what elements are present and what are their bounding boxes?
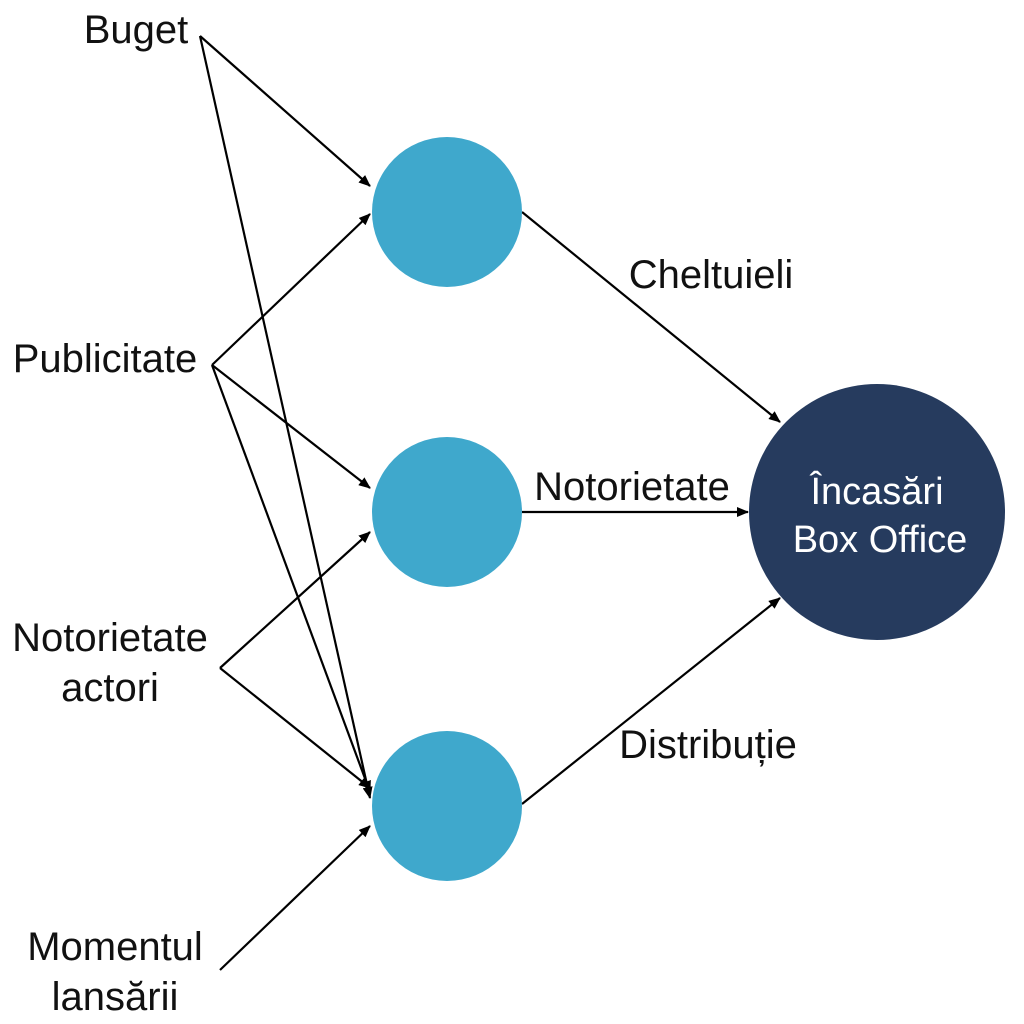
edge-hidden-1-box-office <box>521 211 781 423</box>
nodes-layer <box>372 137 1005 881</box>
input-label-notorietate-actori-line-2: actori <box>61 666 159 710</box>
edge-publicitate-hidden-2 <box>211 364 371 489</box>
edge-momentul-lansarii-hidden-3 <box>219 825 371 971</box>
output-node-box-office <box>749 384 1005 640</box>
input-label-publicitate: Publicitate <box>13 337 198 381</box>
edge-buget-hidden-3 <box>198 35 373 799</box>
input-label-momentul-lansarii-line-1: Momentul <box>27 925 203 969</box>
edge-notorietate-actori-hidden-3 <box>219 667 371 789</box>
hidden-node-2 <box>372 437 522 587</box>
edge-label-cheltuieli: Cheltuieli <box>629 253 794 297</box>
edge-hidden-3-box-office <box>521 597 781 805</box>
hidden-node-3 <box>372 731 522 881</box>
edge-labels: Cheltuieli Notorietate Distribuție <box>534 253 797 767</box>
input-label-notorietate-actori-line-1: Notorietate <box>12 616 208 660</box>
edges-layer <box>198 35 781 971</box>
input-labels: Buget Publicitate Notorietate actori Mom… <box>12 8 208 1019</box>
input-label-momentul-lansarii-line-2: lansării <box>52 975 179 1019</box>
edge-label-distributie: Distribuție <box>619 723 797 767</box>
output-label: Încasări Box Office <box>793 470 968 561</box>
output-label-line-2: Box Office <box>793 519 968 561</box>
edge-publicitate-hidden-3 <box>210 364 372 793</box>
input-label-buget: Buget <box>84 8 189 52</box>
output-label-line-1: Încasări <box>809 470 943 513</box>
edge-notorietate-actori-hidden-2 <box>219 531 371 669</box>
edge-publicitate-hidden-1 <box>211 213 371 366</box>
edge-label-notorietate: Notorietate <box>534 465 730 509</box>
hidden-node-1 <box>372 137 522 287</box>
edge-buget-hidden-1 <box>199 35 371 187</box>
